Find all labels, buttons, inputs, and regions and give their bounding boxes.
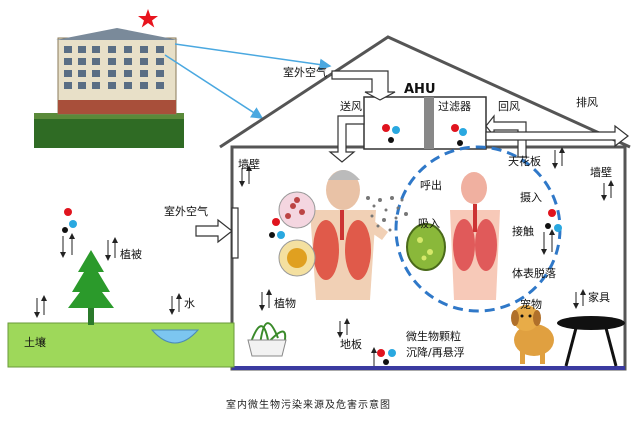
- particles-wall: [269, 218, 285, 239]
- label-particle-line1: 微生物颗粒: [406, 329, 461, 343]
- duct-exhaust: [485, 124, 629, 148]
- ahu-unit: [363, 96, 487, 150]
- label-return-air: 回风: [498, 100, 520, 113]
- figure-caption: 室内微生物污染来源及危害示意图: [226, 398, 391, 411]
- dog-icon: [511, 305, 554, 364]
- label-intake: 摄入: [520, 190, 542, 204]
- label-wall-right: 墙壁: [590, 165, 612, 179]
- label-contact: 接触: [512, 224, 534, 238]
- label-filter: 过滤器: [438, 100, 471, 113]
- lung-figure: [450, 172, 500, 300]
- label-outdoor-air-top: 室外空气: [283, 65, 327, 79]
- particles-left: [62, 208, 77, 233]
- star-icon: [138, 9, 158, 28]
- label-soil: 土壤: [24, 335, 46, 349]
- microscopy-images: [278, 191, 316, 277]
- soil-ground: [7, 322, 235, 368]
- label-skin-shedding: 体表脱落: [512, 266, 556, 280]
- label-furniture: 家具: [588, 290, 610, 304]
- air-arrow-to-ahu: [174, 43, 332, 71]
- label-water: 水: [184, 297, 195, 310]
- label-floor: 地板: [340, 337, 362, 351]
- label-vegetation: 植被: [120, 247, 142, 261]
- label-exhaust: 排风: [576, 95, 598, 109]
- duct-outdoor-air: [331, 70, 396, 101]
- human-figure: [310, 170, 388, 300]
- label-ahu: AHU: [404, 82, 436, 97]
- label-supply-air: 送风: [340, 99, 362, 113]
- particles-floor: [377, 349, 396, 365]
- air-arrow-to-house: [164, 54, 264, 119]
- particles-right: [545, 209, 562, 232]
- label-wall-left: 墙壁: [238, 157, 260, 171]
- label-inhale: 吸入: [418, 217, 440, 230]
- table-icon: [557, 316, 625, 367]
- label-exhale: 呼出: [420, 178, 442, 192]
- label-pets: 宠物: [520, 297, 542, 311]
- updown-arrows: [34, 147, 614, 366]
- label-ceiling: 天花板: [508, 154, 541, 168]
- plant-icon: [247, 322, 287, 357]
- label-plants: 植物: [274, 296, 296, 310]
- tree-icon: [68, 250, 114, 325]
- label-particle-line2: 沉降/再悬浮: [406, 345, 465, 359]
- duct-outdoor-side: [195, 207, 239, 259]
- microbe-icon: [406, 223, 446, 271]
- duct-supply: [328, 115, 365, 163]
- label-outdoor-air-side: 室外空气: [164, 204, 208, 218]
- particle-cloud: [366, 196, 408, 232]
- building-image: [34, 28, 184, 148]
